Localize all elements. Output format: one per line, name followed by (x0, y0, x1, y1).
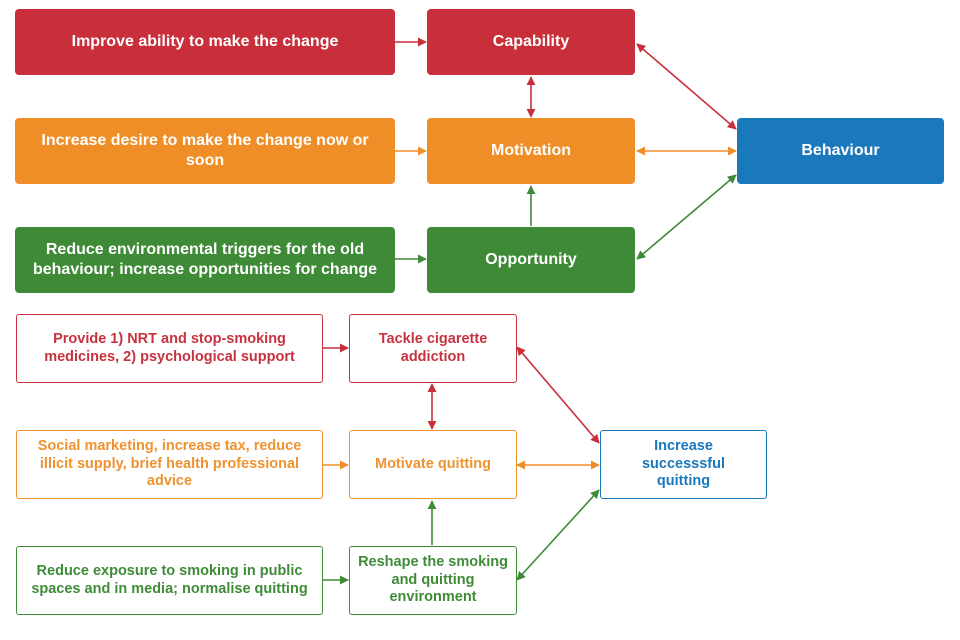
tackle-addiction-box: Tackle cigarette addiction (349, 314, 517, 383)
reshape-environment-box: Reshape the smoking and quitting environ… (349, 546, 517, 615)
social-marketing-label: Social marketing, increase tax, reduce i… (37, 437, 302, 490)
provide-nrt-box: Provide 1) NRT and stop-smoking medicine… (16, 314, 323, 383)
tackle-addiction-label: Tackle cigarette addiction (378, 330, 488, 365)
behaviour-box: Behaviour (737, 118, 944, 184)
increase-quitting-box: Increase successsful quitting (600, 430, 767, 499)
reduce-exposure-box: Reduce exposure to smoking in public spa… (16, 546, 323, 615)
arrow-reshape-increase (516, 489, 600, 581)
opportunity-label: Opportunity (485, 251, 577, 269)
improve-ability-label: Improve ability to make the change (71, 33, 339, 51)
provide-nrt-label: Provide 1) NRT and stop-smoking medicine… (44, 330, 295, 365)
motivate-quitting-label: Motivate quitting (375, 455, 491, 472)
opportunity-box: Opportunity (427, 227, 635, 293)
arrow-opportunity-behaviour (636, 174, 737, 260)
increase-desire-label: Increase desire to make the change now o… (41, 132, 369, 169)
reduce-exposure-label: Reduce exposure to smoking in public spa… (31, 562, 308, 597)
motivate-quitting-box: Motivate quitting (349, 430, 517, 499)
increase-desire-box: Increase desire to make the change now o… (15, 118, 395, 184)
reduce-triggers-box: Reduce environmental triggers for the ol… (15, 227, 395, 293)
motivation-box: Motivation (427, 118, 635, 184)
improve-ability-box: Improve ability to make the change (15, 9, 395, 75)
arrow-capability-behaviour (636, 43, 737, 130)
behaviour-label: Behaviour (801, 142, 880, 160)
capability-label: Capability (492, 33, 570, 51)
increase-quitting-label: Increase successsful quitting (641, 437, 726, 490)
arrow-tackle-increase (516, 346, 600, 444)
social-marketing-box: Social marketing, increase tax, reduce i… (16, 430, 323, 499)
motivation-label: Motivation (491, 142, 571, 160)
reshape-environment-label: Reshape the smoking and quitting environ… (358, 553, 508, 606)
capability-box: Capability (427, 9, 635, 75)
reduce-triggers-label: Reduce environmental triggers for the ol… (32, 241, 378, 278)
